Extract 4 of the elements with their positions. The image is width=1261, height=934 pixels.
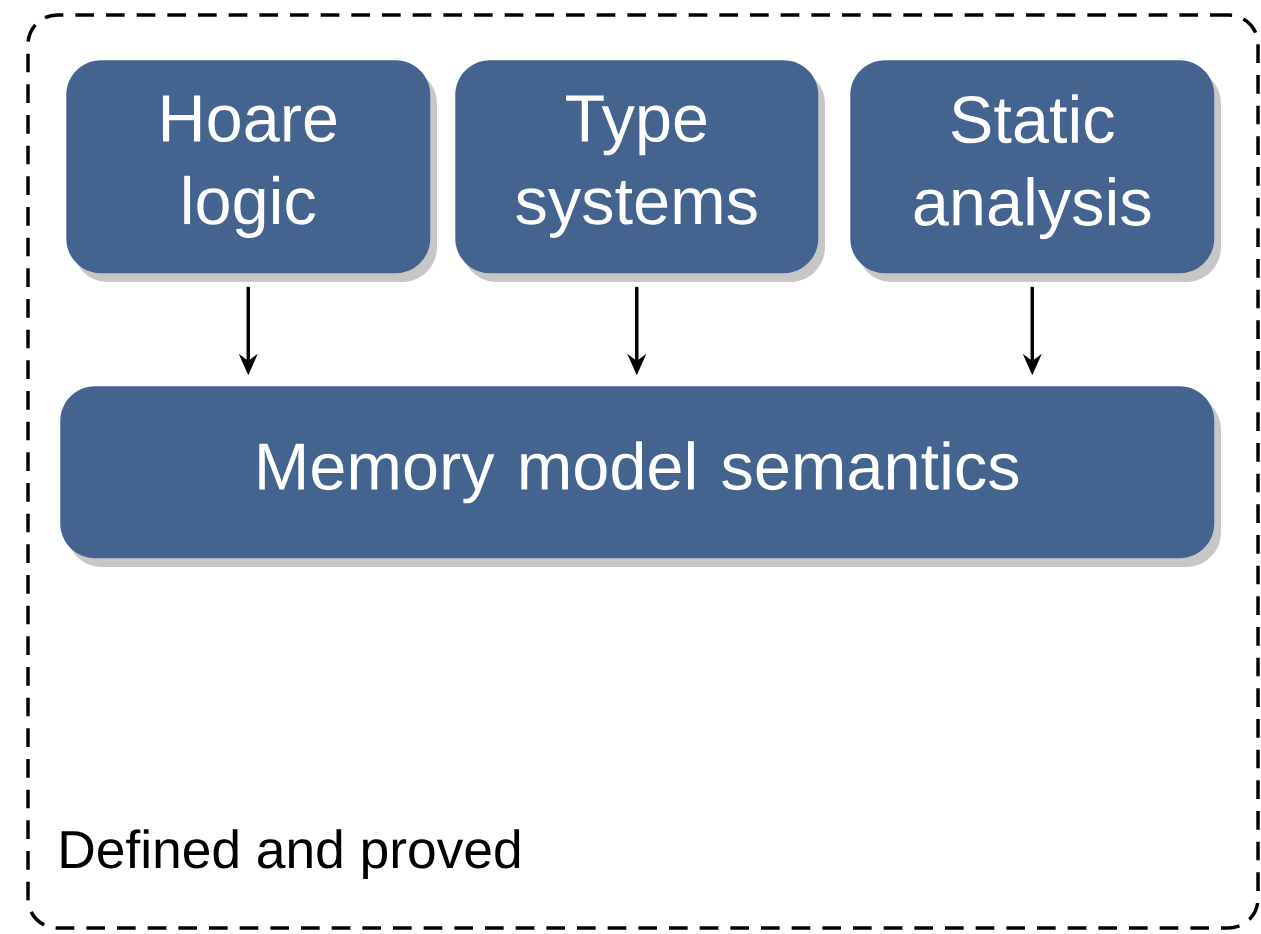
process-box: Type systems [455, 60, 825, 282]
process-box: Hoare logic [66, 60, 437, 282]
process-box: Memory model semantics [60, 386, 1221, 567]
process-box: Static analysis [850, 60, 1221, 282]
